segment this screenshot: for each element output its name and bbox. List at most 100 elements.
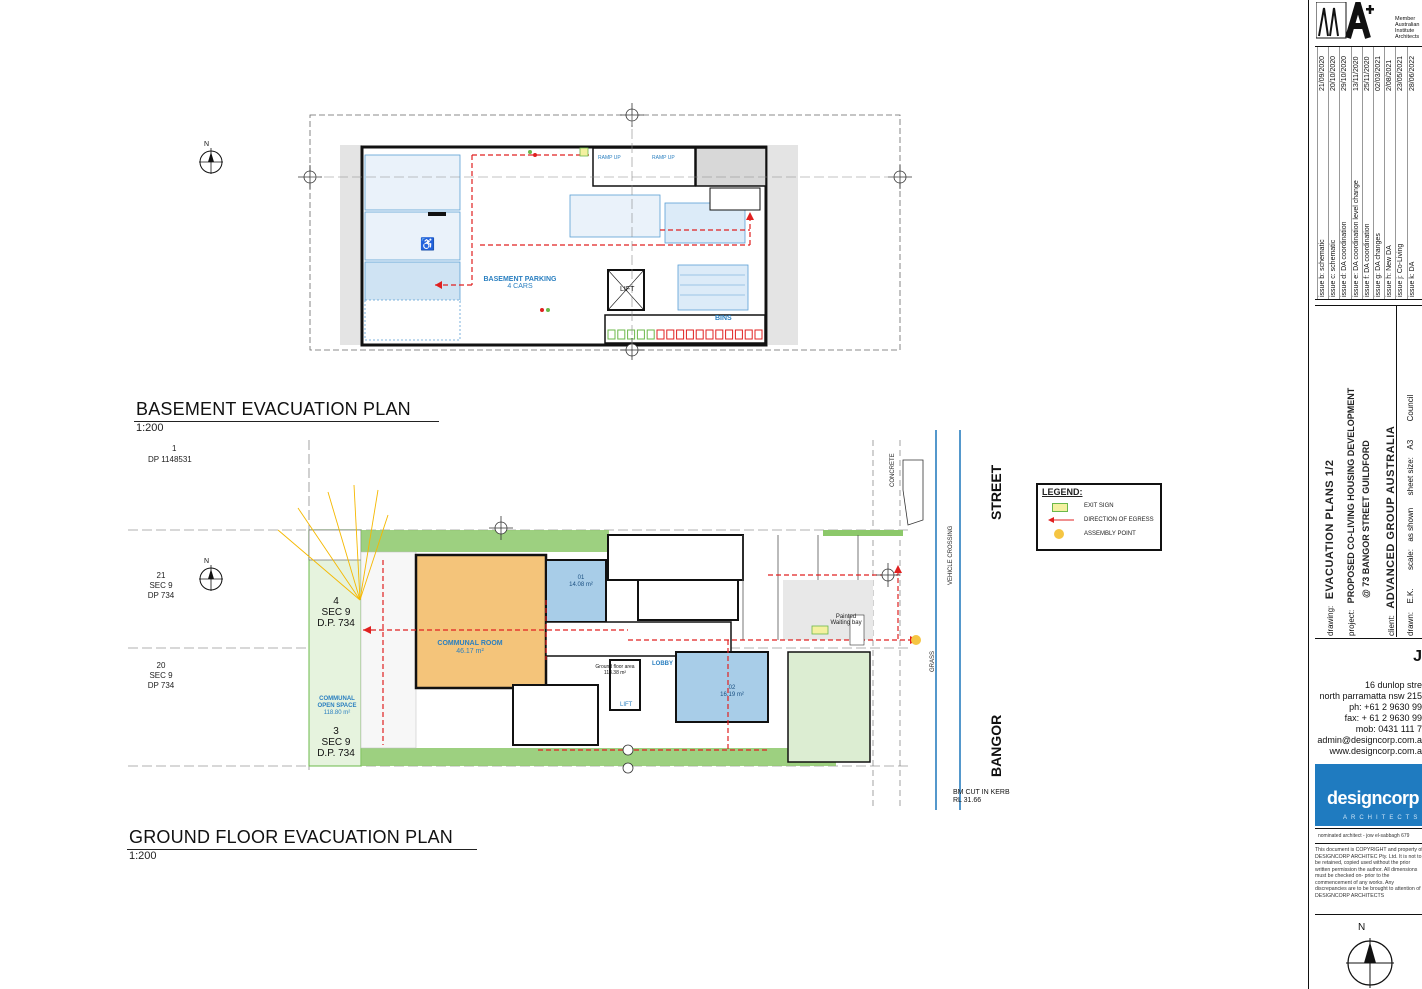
issue-label: issue h: New DA xyxy=(1386,245,1394,297)
lot-1-number: 1 xyxy=(172,444,177,453)
bm-rl: RL 31.66 xyxy=(953,797,982,804)
issue-date: 20/10/2020 xyxy=(1330,55,1338,91)
issue-table: issue k: DA 28/06/2022 issue j: Co-Living 2… xyxy=(1315,46,1422,300)
issue-date: 28/06/2022 xyxy=(1408,55,1416,91)
address-block: J 16 dunlop stre north parramatta nsw 21… xyxy=(1315,648,1422,758)
lot-21-sec: SEC 9 xyxy=(149,581,173,590)
bin-slot xyxy=(607,329,616,340)
client-label: client: xyxy=(1387,615,1396,636)
bin-slot xyxy=(734,329,743,340)
sheet-value: A3 xyxy=(1406,439,1415,450)
lot-3-number: 3 xyxy=(333,726,339,737)
bin-slot xyxy=(705,329,714,340)
issue-label: issue g: DA changes xyxy=(1375,233,1382,297)
bin-slot xyxy=(676,329,685,340)
drawn-value: E.K. xyxy=(1406,588,1415,604)
north-arrow-ground-icon: N xyxy=(199,558,223,591)
lobby-label: LOBBY xyxy=(652,661,673,667)
street-name-street: STREET xyxy=(988,464,1004,520)
designcorp-logo: designcorp ARCHITECTS xyxy=(1315,764,1422,826)
basement-parking-label: BASEMENT PARKING xyxy=(483,276,557,283)
basement-parking-cars: 4 CARS xyxy=(507,283,533,290)
ground-area-label: Ground floor area xyxy=(595,664,635,670)
address-line-5: mob: 0431 111 7 xyxy=(1355,724,1422,734)
communal-open-space-label: COMMUNAL OPEN SPACE xyxy=(317,696,357,709)
basement-plan-title: BASEMENT EVACUATION PLAN xyxy=(136,399,411,419)
bin-slot xyxy=(646,329,655,340)
vehicle-crossing-label: VEHICLE CROSSING xyxy=(948,525,954,585)
issue-date: 21/09/2020 xyxy=(1319,55,1326,91)
communal-room-label: COMMUNAL ROOM xyxy=(437,640,503,647)
lot-4-sec: SEC 9 xyxy=(321,607,351,618)
bin-slot xyxy=(685,329,694,340)
lot-21-number: 21 xyxy=(156,571,166,580)
ground-plan-title: GROUND FLOOR EVACUATION PLAN xyxy=(129,827,453,847)
drawing-label: drawing: xyxy=(1326,605,1335,636)
member-text-2: Australian xyxy=(1395,22,1420,28)
address-line-6: admin@designcorp.com.a xyxy=(1317,735,1422,745)
room-01-label: 01 xyxy=(577,575,585,581)
bin-slot xyxy=(656,329,665,340)
drawing-title: EVACUATION PLANS 1/2 xyxy=(1324,459,1336,600)
basement-lift-label: LIFT xyxy=(620,286,635,293)
ground-area-value: 113.38 m² xyxy=(603,670,627,676)
bin-slot xyxy=(744,329,753,340)
bin-slot xyxy=(666,329,675,340)
address-line-4: fax: + 61 2 9630 99 xyxy=(1344,713,1422,723)
ground-floor-plan-drawing xyxy=(128,430,961,810)
north-arrow-titleblock-icon: N xyxy=(1346,922,1394,988)
issue-date: 23/05/2021 xyxy=(1397,55,1405,91)
legend-item-assembly: ASSEMBLY POINT xyxy=(1084,531,1136,537)
lot-21-dp: DP 734 xyxy=(147,591,175,600)
svg-text:N: N xyxy=(204,558,209,565)
scale-value: as shown xyxy=(1406,507,1415,542)
lot-20-dp: DP 734 xyxy=(147,681,175,690)
issue-label: issue k: DA xyxy=(1408,261,1416,297)
scale-label: scale: xyxy=(1406,549,1415,570)
aia-logo-icon xyxy=(1316,2,1374,39)
legend-box: LEGEND: EXIT SIGN DIRECTION OF EGRESS AS… xyxy=(1036,483,1162,551)
tb-north-label: N xyxy=(1358,922,1365,933)
council-label: Council xyxy=(1406,394,1415,422)
brand-name: designcorp xyxy=(1327,788,1420,808)
svg-text:♿: ♿ xyxy=(420,237,435,251)
lot-1-dp: DP 1148531 xyxy=(148,455,192,464)
issue-row: issue h: New DA 2/08/2021 xyxy=(1384,47,1396,299)
basement-ramp-label-1: RAMP UP xyxy=(598,155,621,161)
ground-plan-scale: 1:200 xyxy=(129,850,157,862)
svg-text:N: N xyxy=(204,141,209,148)
grass-label: GRASS xyxy=(930,650,936,672)
address-line-1: 16 dunlop stre xyxy=(1364,680,1422,690)
nominated-architect: nominated architect - jow el-sabbagh 679 xyxy=(1318,833,1410,839)
brand-subtitle: ARCHITECTS xyxy=(1343,815,1422,821)
project-line-2: @ 73 BANGOR STREET GUILDFORD xyxy=(1361,440,1371,598)
lot-20-number: 20 xyxy=(156,661,166,670)
issue-date: 2/08/2021 xyxy=(1386,59,1394,91)
basement-plan-drawing: ♿ xyxy=(298,103,912,360)
issue-date: 29/10/2020 xyxy=(1341,55,1349,91)
street-name-bangor: BANGOR xyxy=(988,714,1004,777)
legend-title: LEGEND: xyxy=(1042,487,1083,497)
legend-item-exit: EXIT SIGN xyxy=(1084,503,1114,509)
address-line-2: north parramatta nsw 215 xyxy=(1319,691,1422,701)
communal-open-space-area: 118.80 m² xyxy=(323,710,351,716)
issue-label: issue b: schematic xyxy=(1319,239,1326,297)
copyright-note: This document is COPYRIGHT and property … xyxy=(1315,847,1422,899)
bin-slot xyxy=(754,329,763,340)
issue-date: 25/11/2020 xyxy=(1363,56,1371,91)
bin-slot xyxy=(617,329,626,340)
basement-bins-label: BINS xyxy=(715,315,732,322)
waiting-bay-label: Painted Waiting bay xyxy=(830,614,862,626)
exit-sign-icon xyxy=(1052,503,1068,512)
bin-slot xyxy=(627,329,636,340)
issue-row: issue d: DA coordination 29/10/2020 xyxy=(1339,47,1351,299)
issue-label: issue d: DA coordination xyxy=(1341,221,1349,298)
lot-20-sec: SEC 9 xyxy=(149,671,173,680)
address-line-7: www.designcorp.com.a xyxy=(1329,746,1422,756)
lot-4-number: 4 xyxy=(333,596,339,607)
room-01-area: 14.08 m² xyxy=(569,582,593,588)
bin-slot xyxy=(715,329,724,340)
member-text-3: Institute xyxy=(1395,28,1415,34)
issue-label: issue j: Co-Living xyxy=(1397,243,1405,297)
